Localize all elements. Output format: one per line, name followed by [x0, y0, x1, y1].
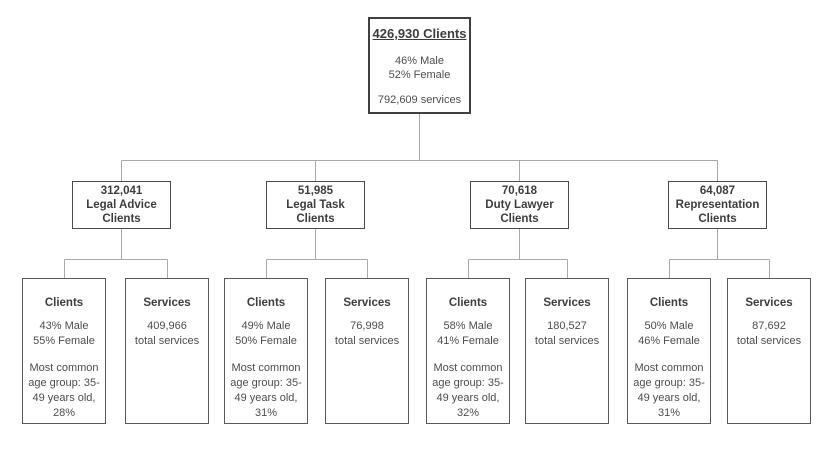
services-count: 180,527 total services — [526, 319, 608, 349]
services-heading: Services — [745, 297, 793, 309]
clients-heading: Clients — [44, 297, 84, 309]
clients-box-legal-advice: Clients 43% Male 55% Female Most common … — [22, 278, 106, 424]
services-count: 409,966 total services — [126, 319, 208, 349]
clients-box-duty-lawyer: Clients 58% Male 41% Female Most common … — [426, 278, 510, 424]
root-services-stat: 792,609 services — [377, 94, 462, 106]
clients-female-stat: 46% Female — [638, 335, 700, 347]
clients-heading: Clients — [448, 297, 488, 309]
clients-heading: Clients — [649, 297, 689, 309]
group-label: Clients — [296, 213, 335, 225]
clients-male-stat: 50% Male — [644, 320, 694, 332]
clients-male-stat: 49% Male — [241, 320, 291, 332]
root-title: 426,930 Clients — [372, 26, 467, 41]
group-count: 312,041 — [100, 185, 143, 197]
group-count: 64,087 — [699, 185, 736, 197]
group-type: Legal Task — [286, 199, 345, 211]
group-label: Clients — [698, 213, 737, 225]
clients-box-legal-task: Clients 49% Male 50% Female Most common … — [224, 278, 308, 424]
group-label: Clients — [102, 213, 141, 225]
group-type: Representation — [675, 199, 760, 211]
clients-female-stat: 55% Female — [33, 335, 95, 347]
clients-age-stat: Most common age group: 35-49 years old, … — [28, 362, 100, 419]
group-count: 51,985 — [297, 185, 334, 197]
group-label: Clients — [500, 213, 539, 225]
root-male-stat: 46% Male — [395, 55, 444, 67]
services-heading: Services — [343, 297, 391, 309]
services-total-label: total services — [534, 335, 600, 347]
services-box-duty-lawyer: Services 180,527 total services — [525, 278, 609, 424]
root-box: 426,930 Clients 46% Male 52% Female 792,… — [368, 17, 471, 114]
clients-male-stat: 58% Male — [443, 320, 493, 332]
services-box-legal-advice: Services 409,966 total services — [125, 278, 209, 424]
services-count: 87,692 total services — [728, 319, 810, 349]
services-heading: Services — [143, 297, 191, 309]
clients-female-stat: 50% Female — [235, 335, 297, 347]
clients-female-stat: 41% Female — [437, 335, 499, 347]
services-total-value: 87,692 — [752, 320, 786, 332]
services-total-label: total services — [736, 335, 802, 347]
services-total-label: total services — [334, 335, 400, 347]
services-heading: Services — [543, 297, 591, 309]
group-box-legal-advice: 312,041 Legal Advice Clients — [72, 181, 171, 229]
group-type: Duty Lawyer — [485, 199, 554, 211]
group-count: 70,618 — [501, 185, 538, 197]
clients-age-stat: Most common age group: 35-49 years old, … — [633, 362, 705, 419]
clients-male-stat: 43% Male — [39, 320, 89, 332]
services-box-representation: Services 87,692 total services — [727, 278, 811, 424]
services-count: 76,998 total services — [326, 319, 408, 349]
clients-box-representation: Clients 50% Male 46% Female Most common … — [627, 278, 711, 424]
services-total-value: 76,998 — [350, 320, 384, 332]
group-type: Legal Advice — [86, 199, 157, 211]
services-box-legal-task: Services 76,998 total services — [325, 278, 409, 424]
root-gender-stats: 46% Male 52% Female — [370, 54, 469, 82]
clients-heading: Clients — [246, 297, 286, 309]
group-box-representation: 64,087 Representation Clients — [668, 181, 767, 229]
clients-age-stat: Most common age group: 35-49 years old, … — [230, 362, 302, 419]
clients-age-stat: Most common age group: 35-49 years old, … — [432, 362, 504, 419]
root-female-stat: 52% Female — [388, 69, 451, 81]
group-box-legal-task: 51,985 Legal Task Clients — [266, 181, 365, 229]
group-box-duty-lawyer: 70,618 Duty Lawyer Clients — [470, 181, 569, 229]
services-total-label: total services — [134, 335, 200, 347]
services-total-value: 180,527 — [547, 320, 587, 332]
services-total-value: 409,966 — [147, 320, 187, 332]
